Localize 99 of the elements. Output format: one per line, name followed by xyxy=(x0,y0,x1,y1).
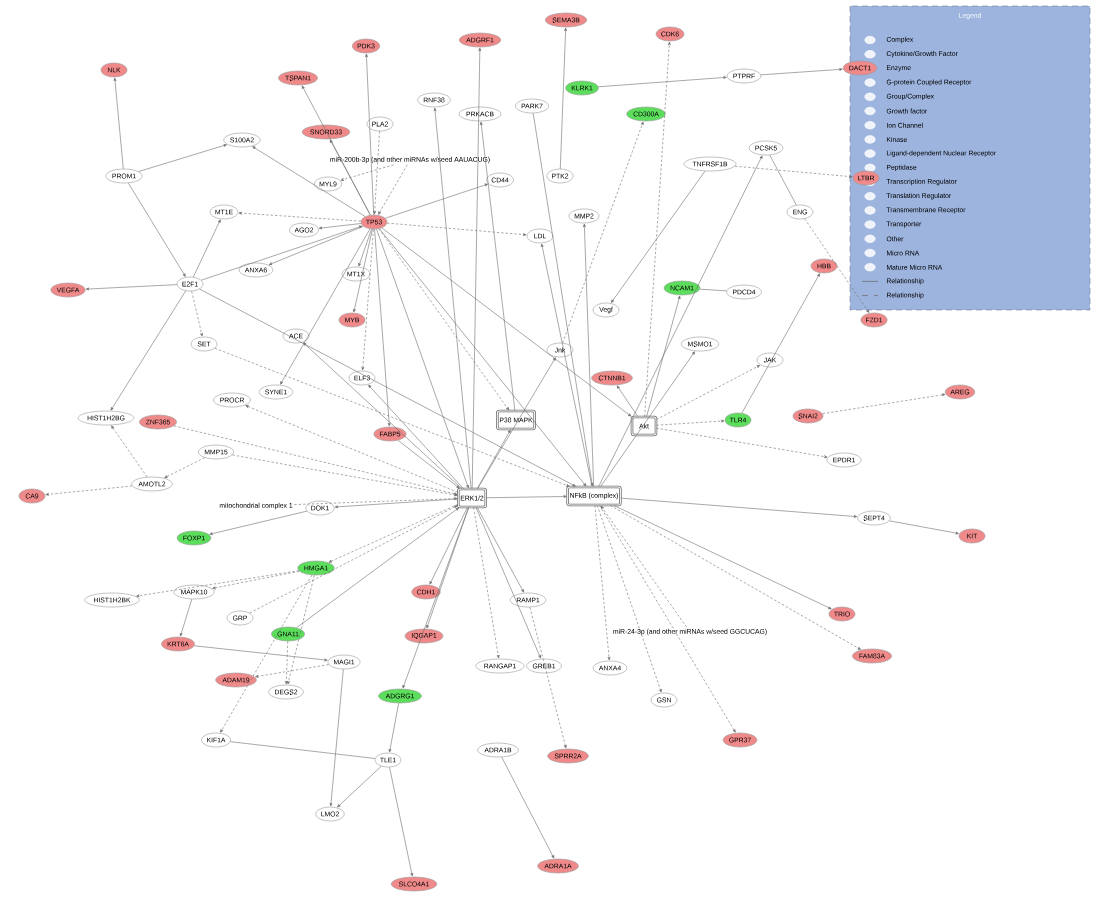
arrow xyxy=(426,507,470,629)
arrow xyxy=(179,598,193,637)
arrow xyxy=(334,498,459,509)
arrow xyxy=(475,507,541,659)
arrow xyxy=(45,485,133,496)
arrow xyxy=(804,218,870,313)
arrow xyxy=(296,507,459,628)
arrow xyxy=(501,756,555,859)
arrow xyxy=(287,574,315,685)
arrow xyxy=(378,228,510,411)
arrow xyxy=(616,385,639,417)
arrow xyxy=(138,144,227,172)
arrow xyxy=(611,170,706,303)
arrow xyxy=(610,505,861,650)
arrow xyxy=(193,219,221,278)
arrow xyxy=(656,427,828,459)
arrow xyxy=(329,669,344,807)
arrow xyxy=(485,495,567,499)
arrow xyxy=(429,507,468,585)
arrow xyxy=(252,146,366,217)
arrow xyxy=(358,228,372,267)
arrow xyxy=(596,505,662,693)
arrow xyxy=(113,77,124,169)
arrow xyxy=(532,113,594,487)
arrow xyxy=(477,357,556,489)
arrow xyxy=(889,520,959,535)
arrow xyxy=(374,229,391,427)
arrow xyxy=(598,155,763,487)
arrow xyxy=(110,290,186,411)
arrow xyxy=(646,295,681,417)
arrow xyxy=(249,505,458,614)
arrow xyxy=(600,351,695,487)
arrow xyxy=(232,454,458,497)
arrow xyxy=(128,182,186,277)
arrow xyxy=(644,41,671,417)
arrow xyxy=(293,497,458,505)
arrow xyxy=(741,273,821,414)
arrow xyxy=(583,223,594,487)
arrow xyxy=(734,165,853,178)
arrow xyxy=(540,243,593,487)
arrow xyxy=(529,606,567,749)
arrow xyxy=(479,121,516,411)
arrow xyxy=(388,703,399,753)
arrow xyxy=(378,164,408,215)
arrow xyxy=(85,284,178,291)
arrow xyxy=(220,574,313,733)
arrow xyxy=(255,664,329,678)
arrow xyxy=(340,164,395,181)
arrow xyxy=(268,226,364,265)
arrow xyxy=(329,139,371,216)
arrow xyxy=(284,641,289,685)
arrow xyxy=(471,47,482,489)
arrow xyxy=(620,497,858,518)
arrow xyxy=(245,405,459,493)
arrow xyxy=(280,228,371,385)
arrow xyxy=(600,505,687,628)
arrow xyxy=(560,27,567,169)
arrow xyxy=(337,766,382,808)
arrow xyxy=(402,507,469,689)
arrow xyxy=(328,504,459,563)
arrow xyxy=(760,68,843,76)
arrow xyxy=(368,384,464,489)
arrow xyxy=(656,365,760,420)
arrow xyxy=(303,342,463,489)
arrow xyxy=(562,121,644,344)
arrow xyxy=(433,107,472,489)
arrow xyxy=(473,507,500,659)
arrow xyxy=(476,507,524,593)
arrow xyxy=(373,131,380,215)
arrow xyxy=(201,225,363,281)
arrow xyxy=(599,505,736,733)
arrow xyxy=(209,510,308,535)
arrow xyxy=(238,211,362,222)
arrow xyxy=(214,347,570,487)
arrow xyxy=(477,429,511,489)
arrow xyxy=(598,76,727,88)
arrow xyxy=(318,223,362,230)
arrow xyxy=(365,53,374,215)
arrow xyxy=(822,393,946,414)
arrow xyxy=(136,570,300,598)
arrow xyxy=(379,228,587,487)
arrow xyxy=(385,183,488,219)
arrow xyxy=(199,288,576,487)
arrow xyxy=(386,222,527,236)
arrow xyxy=(353,228,373,313)
arrow xyxy=(389,766,414,877)
arrow xyxy=(656,419,725,426)
arrow xyxy=(212,570,300,590)
arrow xyxy=(594,505,611,661)
arrow xyxy=(194,645,328,662)
arrow xyxy=(613,505,832,610)
arrow xyxy=(173,425,458,496)
arrow xyxy=(164,457,205,478)
arrow xyxy=(191,290,203,337)
arrow xyxy=(361,229,374,371)
arrow xyxy=(376,228,469,489)
arrow xyxy=(381,227,632,417)
arrow xyxy=(397,440,460,489)
arrow xyxy=(111,425,148,478)
